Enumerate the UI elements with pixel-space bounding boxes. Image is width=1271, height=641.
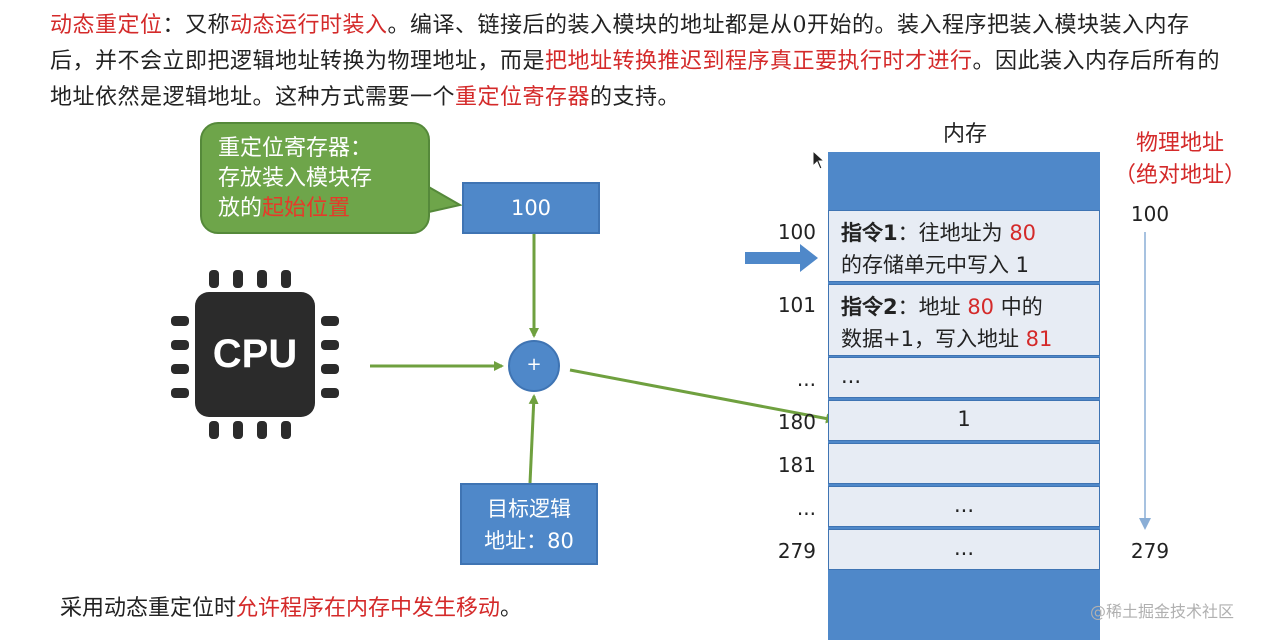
intro-text-4: 的支持。 <box>590 85 681 110</box>
memory-cell-101: 指令2：地址 80 中的 数据+1，写入地址 81 <box>828 284 1100 356</box>
callout-line-3: 放的起始位置 <box>218 194 412 224</box>
cpu-label: CPU <box>212 332 298 376</box>
instr1-line-2: 的存储单元中写入 1 <box>841 253 1030 277</box>
instr2-sep: ：地址 <box>897 295 968 319</box>
memory-title: 内存 <box>942 122 987 147</box>
memory-cell-content: ... <box>841 364 862 388</box>
intro-text-2: 。编译、链接后的装入模块的地址都是从0开始的。装入程序把装入模块装入内存后，并不… <box>50 13 1190 74</box>
instr1-line-1: 指令1：往地址为 80 <box>841 217 1099 249</box>
footer-text-2: 。 <box>500 596 523 621</box>
instr2-line-2: 数据+1，写入地址 81 <box>841 323 1099 355</box>
current-instruction-pointer <box>745 244 818 272</box>
watermark: @稀土掘金技术社区 <box>1090 602 1235 621</box>
physical-address-start: 100 <box>1130 202 1170 226</box>
target-logical-address-box: 目标逻辑 地址：80 <box>460 483 598 565</box>
instr2-line-2-num: 81 <box>1025 327 1053 351</box>
callout-line-1: 重定位寄存器： <box>218 136 373 161</box>
relocation-register-box: 100 <box>462 182 600 234</box>
instr1-sep: ：往地址为 <box>897 221 1010 245</box>
instr1-label: 指令1 <box>841 221 898 245</box>
adder-circle: + <box>508 340 560 392</box>
callout-start-position: 起始位置 <box>262 196 351 221</box>
address-label: ... <box>796 496 816 520</box>
memory-cell-content: ... <box>953 536 975 560</box>
memory-cell-content: ... <box>953 493 975 517</box>
relocation-register-callout: 重定位寄存器： 存放装入模块存 放的起始位置 <box>200 122 430 234</box>
physical-title-line-2: （绝对地址） <box>1113 163 1246 188</box>
address-label: ... <box>796 367 816 391</box>
address-label: 180 <box>777 410 816 434</box>
physical-address-title: 物理地址 （绝对地址） <box>1100 128 1260 192</box>
address-label: 100 <box>777 220 816 244</box>
mouse-cursor-icon <box>812 150 826 170</box>
cpu-chip-icon: CPU <box>165 262 345 447</box>
callout-line-3-prefix: 放的 <box>218 196 263 221</box>
memory-cell-180: 1 <box>828 400 1100 441</box>
target-line-1: 目标逻辑 <box>487 497 571 521</box>
intro-text-3: 。因此装入内存后所有的地址依然是逻辑地址。这种方式需要一个 <box>50 49 1221 110</box>
instr2-line-2-text: 数据+1，写入地址 <box>841 327 1026 351</box>
arrow-adder-to-memory <box>569 368 836 424</box>
footer-text-1: 采用动态重定位时 <box>60 596 237 621</box>
address-label: 101 <box>777 293 816 317</box>
physical-title-line-1: 物理地址 <box>1135 131 1224 156</box>
physical-address-end: 279 <box>1130 539 1170 563</box>
callout-line-2: 存放装入模块存 <box>218 166 373 191</box>
term-dynamic-relocation: 动态重定位 <box>50 13 163 38</box>
memory-cell-181 <box>828 443 1100 484</box>
term-deferred-translation: 把地址转换推迟到程序真正要执行时才进行 <box>545 49 973 74</box>
instr2-line-1: 指令2：地址 80 中的 <box>841 291 1099 323</box>
memory-cell-100: 指令1：往地址为 80 的存储单元中写入 1 <box>828 210 1100 282</box>
memory-cell-text: 指令1：往地址为 80 的存储单元中写入 1 <box>829 211 1099 281</box>
intro-text-1: ：又称 <box>162 13 231 38</box>
cpu-pins-icon <box>171 270 339 439</box>
intro-paragraph: 动态重定位：又称动态运行时装入。编译、链接后的装入模块的地址都是从0开始的。装入… <box>50 8 1230 116</box>
memory-cell-content: 1 <box>957 407 971 431</box>
instr2-label: 指令2 <box>841 295 898 319</box>
address-label: 181 <box>777 453 816 477</box>
instr1-num: 80 <box>1009 221 1037 245</box>
memory-cell-ellipsis-1: ... <box>828 357 1100 398</box>
instr2-mid: 中的 <box>994 295 1043 319</box>
instr2-num: 80 <box>967 295 995 319</box>
footer-note: 采用动态重定位时允许程序在内存中发生移动。 <box>60 590 522 622</box>
footer-highlight: 允许程序在内存中发生移动 <box>236 596 501 621</box>
memory-cell-text: 指令2：地址 80 中的 数据+1，写入地址 81 <box>829 285 1099 355</box>
term-relocation-register: 重定位寄存器 <box>455 85 591 110</box>
target-line-2: 地址：80 <box>484 529 574 553</box>
address-label: 279 <box>777 539 816 563</box>
memory-cell-content <box>829 444 1099 446</box>
memory-cell-279: ... <box>828 529 1100 570</box>
arrow-target-to-adder <box>528 394 539 484</box>
memory-cell-ellipsis-2: ... <box>828 486 1100 527</box>
term-dynamic-runtime-loading: 动态运行时装入 <box>230 13 388 38</box>
